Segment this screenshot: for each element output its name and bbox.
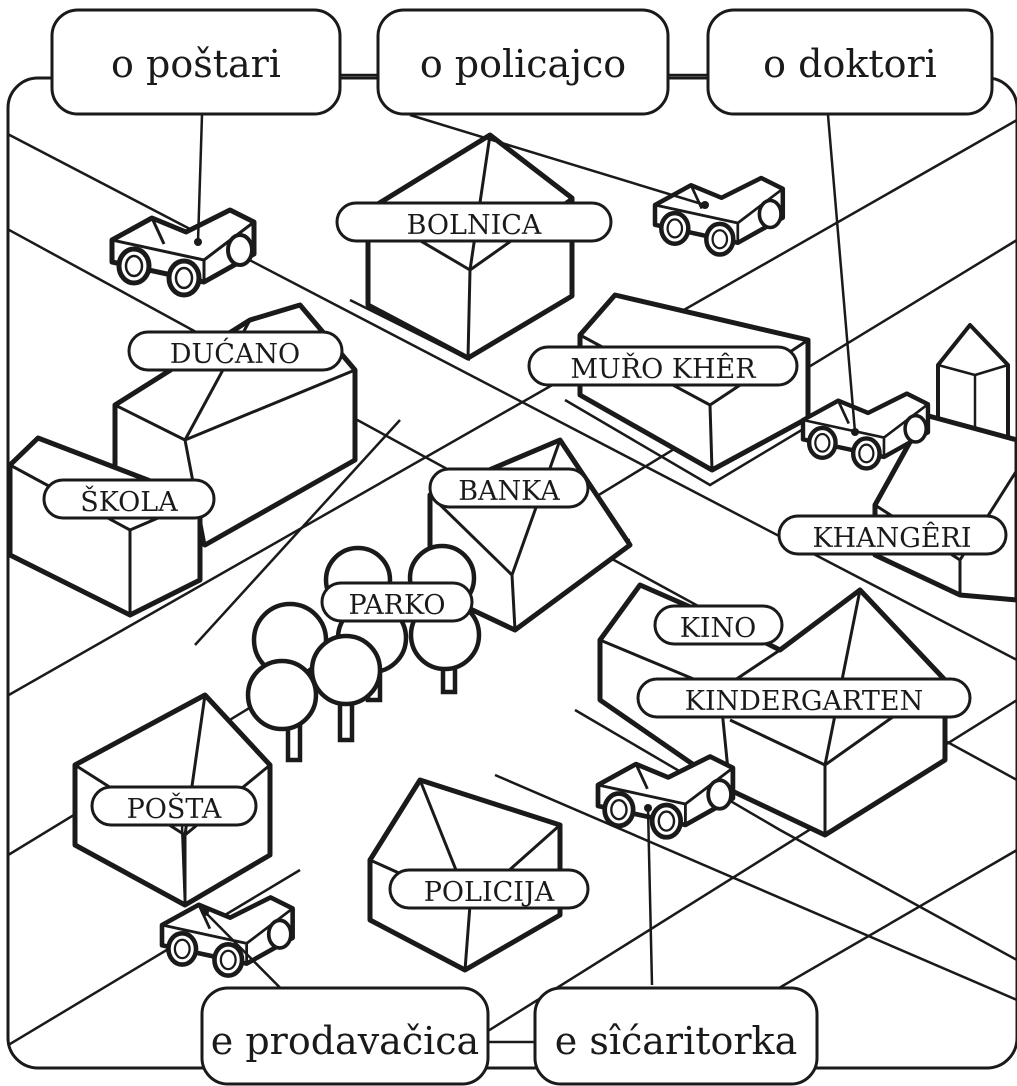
place-label-parko: PARKO — [322, 583, 472, 621]
place-name-ducano: DUĆANO — [170, 336, 300, 370]
person-label-policeman: o policajco — [420, 42, 626, 86]
person-label-teacher: e sîćaritorka — [555, 1019, 797, 1063]
place-label-muro-kher: MUŘO KHÊR — [529, 347, 797, 385]
place-name-khangeri: KHANGÊRI — [812, 521, 971, 554]
person-label-shop-assistant: e prodavačica — [211, 1019, 479, 1063]
person-label-postman: o poštari — [111, 42, 281, 86]
place-name-skola: ŠKOLA — [80, 484, 178, 518]
place-name-kino: KINO — [680, 613, 757, 644]
place-name-kindergarten: KINDERGARTEN — [685, 686, 923, 717]
place-name-posta: POŠTA — [127, 791, 222, 825]
place-label-kindergarten: KINDERGARTEN — [638, 679, 970, 717]
person-box-teacher: e sîćaritorka — [535, 988, 817, 1084]
place-name-muro-kher: MUŘO KHÊR — [570, 352, 756, 385]
place-name-policija: POLICIJA — [424, 877, 555, 908]
place-name-banka: BANKA — [458, 476, 560, 507]
person-box-policeman: o policajco — [378, 10, 668, 114]
place-label-policija: POLICIJA — [390, 870, 588, 908]
place-label-kino: KINO — [655, 606, 782, 644]
place-name-bolnica: BOLNICA — [407, 210, 542, 241]
place-name-parko: PARKO — [348, 590, 445, 621]
place-label-bolnica: BOLNICA — [337, 203, 611, 241]
place-label-khangeri: KHANGÊRI — [779, 516, 1006, 554]
person-label-doctor: o doktori — [763, 42, 937, 86]
person-box-doctor: o doktori — [708, 10, 992, 114]
place-label-posta: POŠTA — [92, 787, 256, 825]
place-label-skola: ŠKOLA — [44, 480, 214, 518]
person-box-shop-assistant: e prodavačica — [202, 988, 488, 1084]
place-label-banka: BANKA — [430, 469, 588, 507]
person-box-postman: o poštari — [52, 10, 340, 114]
place-label-ducano: DUĆANO — [129, 332, 342, 370]
